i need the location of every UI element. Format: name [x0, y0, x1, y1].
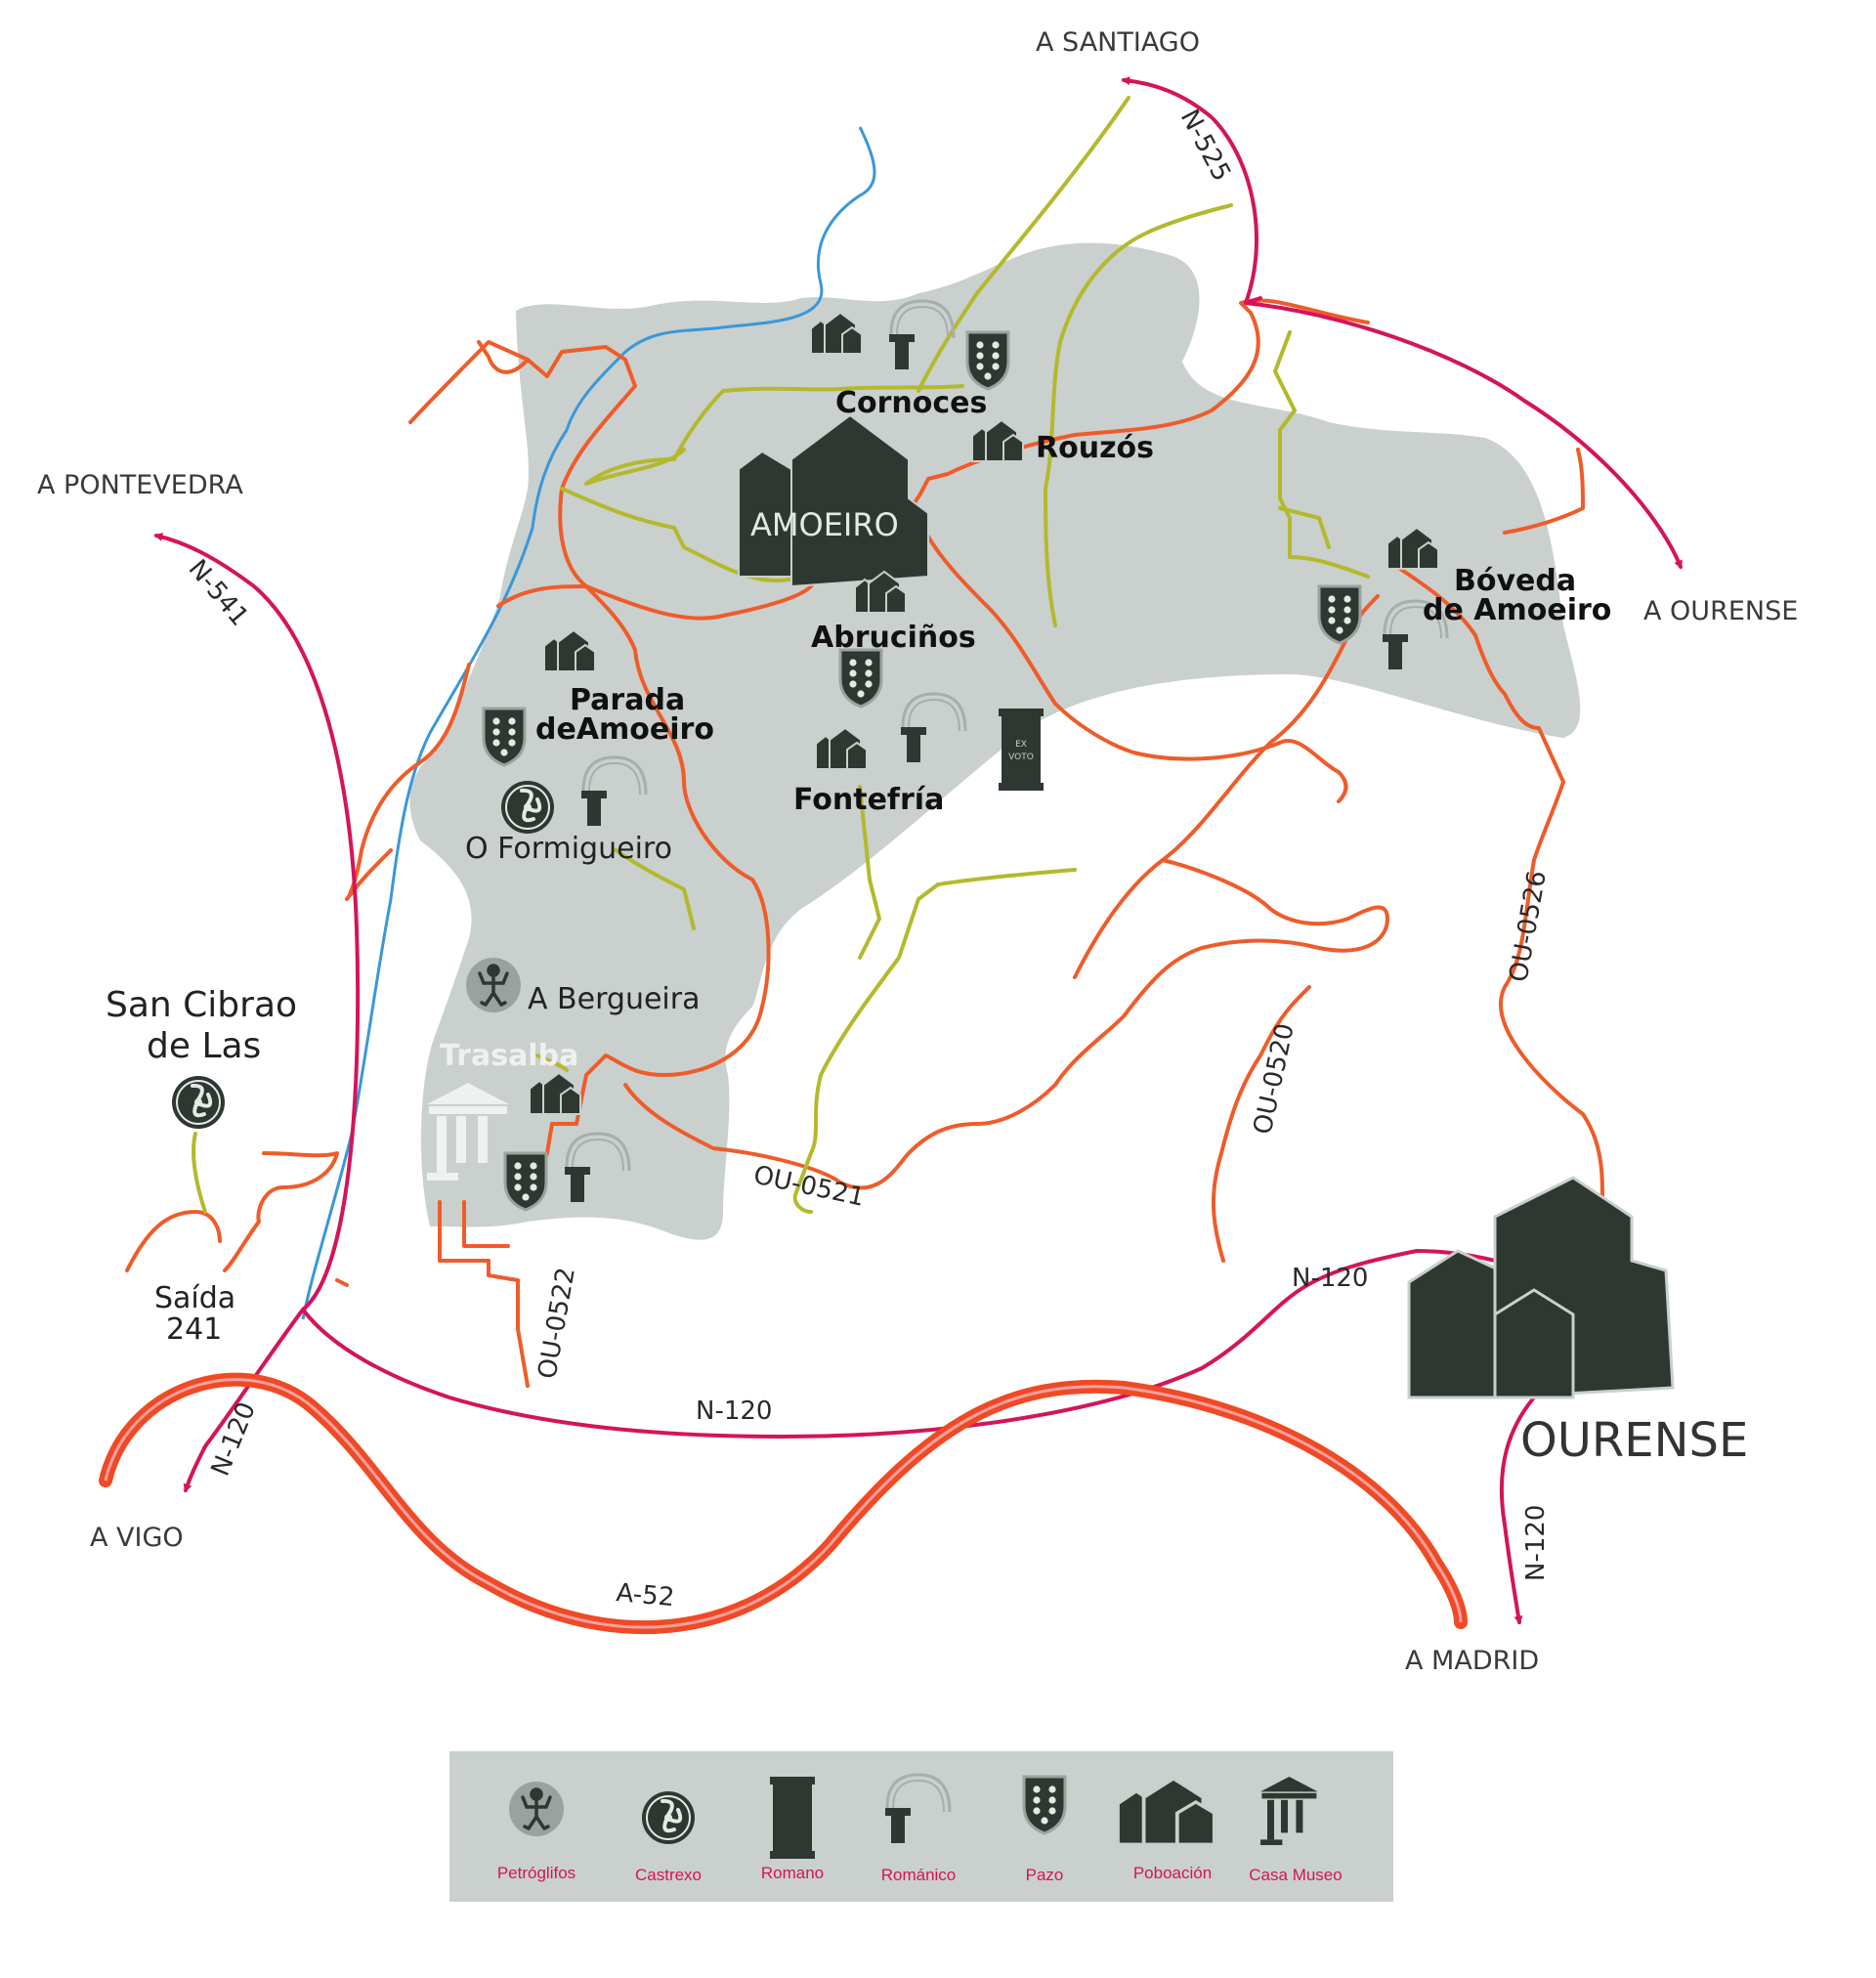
label-boveda-line2: de Amoeiro — [1423, 593, 1611, 627]
label-fontefria: Fontefría — [793, 783, 944, 817]
legend-item-petroglifos: Petróglifos — [497, 1780, 576, 1882]
road-label-ou0522: OU-0522 — [533, 1266, 581, 1382]
amoeiro-village-icon — [738, 413, 929, 588]
legend-item-castrexo: Castrexo — [635, 1789, 702, 1884]
road-label-ou0520: OU-0520 — [1249, 1021, 1300, 1138]
road-label-n120-east: N-120 — [1292, 1264, 1368, 1293]
label-san-cibrao-line2: de Las — [147, 1026, 261, 1066]
legend-label-castrexo: Castrexo — [635, 1866, 702, 1884]
fontefria-roman-icon: EX VOTO — [999, 709, 1044, 791]
legend-item-casa-museo: Casa Museo — [1249, 1777, 1343, 1884]
road-label-n120-madrid: N-120 — [1521, 1505, 1551, 1581]
label-rouzos: Rouzós — [1036, 431, 1154, 465]
dest-pontevedra: A PONTEVEDRA — [37, 470, 243, 500]
legend-petroglyph-icon — [507, 1780, 566, 1838]
road-label-ou0526: OU-0526 — [1504, 869, 1553, 985]
river — [301, 126, 876, 1320]
label-abrucinos: Abruciños — [811, 621, 976, 655]
legend-label-casa-museo: Casa Museo — [1249, 1866, 1342, 1884]
dest-ourense: A OURENSE — [1643, 596, 1798, 626]
legend-roman-icon — [770, 1777, 815, 1859]
dest-madrid: A MADRID — [1405, 1646, 1539, 1676]
legend: Petróglifos Castrexo Romano Románico Paz… — [449, 1751, 1393, 1902]
legend-item-romanico: Románico — [881, 1773, 957, 1884]
road-label-n541: N-541 — [183, 554, 254, 631]
municipality-area — [409, 242, 1581, 1240]
road-label-n525: N-525 — [1174, 105, 1236, 186]
cornoces-pazo-icon — [965, 330, 1010, 391]
bergueira-petroglyph-icon — [464, 956, 523, 1014]
legend-label-romanico: Románico — [881, 1866, 957, 1884]
abrucinos-pazo-icon — [838, 648, 883, 709]
legend-label-romano: Romano — [761, 1864, 824, 1882]
parada-pazo-icon — [482, 707, 527, 767]
a52-highway — [99, 1372, 1468, 1635]
san-cibrao-castro-icon — [170, 1074, 227, 1131]
label-formigueiro: O Formigueiro — [465, 832, 672, 866]
label-amoeiro: AMOEIRO — [750, 506, 899, 543]
label-saida-line1: Saída — [154, 1281, 235, 1315]
label-cornoces: Cornoces — [835, 386, 987, 420]
label-saida-line2: 241 — [166, 1312, 222, 1347]
label-parada-line1: Parada — [570, 683, 685, 717]
ourense-city-icon — [1407, 1176, 1675, 1399]
legend-castro-icon — [640, 1789, 697, 1846]
label-boveda-line1: Bóveda — [1454, 564, 1576, 598]
legend-label-petroglifos: Petróglifos — [497, 1864, 576, 1882]
legend-pazo-icon — [1022, 1775, 1067, 1835]
road-label-n120-sw: N-120 — [206, 1398, 262, 1481]
label-bergueira: A Bergueira — [528, 982, 700, 1016]
legend-item-pazo: Pazo — [1022, 1775, 1067, 1884]
boveda-pazo-icon — [1317, 584, 1362, 645]
road-label-n120-mid: N-120 — [696, 1397, 772, 1426]
label-san-cibrao-line1: San Cibrao — [106, 985, 297, 1025]
label-parada-line2: deAmoeiro — [535, 712, 714, 747]
ex-voto-text-2: VOTO — [1008, 752, 1034, 762]
local-roads — [125, 298, 1604, 1388]
legend-box — [449, 1751, 1393, 1902]
legend-label-pazo: Pazo — [1026, 1866, 1064, 1884]
ex-voto-text-1: EX — [1015, 740, 1027, 750]
label-trasalba: Trasalba — [440, 1039, 578, 1073]
national-roads — [153, 76, 1683, 1625]
legend-label-poboacion: Poboación — [1133, 1864, 1212, 1882]
road-label-a52: A-52 — [615, 1578, 675, 1612]
legend-item-poboacion: Poboación — [1116, 1777, 1216, 1882]
dest-vigo: A VIGO — [90, 1523, 184, 1553]
legend-item-romano: Romano — [761, 1777, 824, 1882]
formigueiro-castro-icon — [499, 779, 556, 836]
legend-museum-icon — [1260, 1777, 1318, 1845]
label-ourense-city: OURENSE — [1520, 1413, 1748, 1468]
dest-santiago: A SANTIAGO — [1036, 27, 1200, 58]
trasalba-pazo-icon — [503, 1151, 548, 1212]
